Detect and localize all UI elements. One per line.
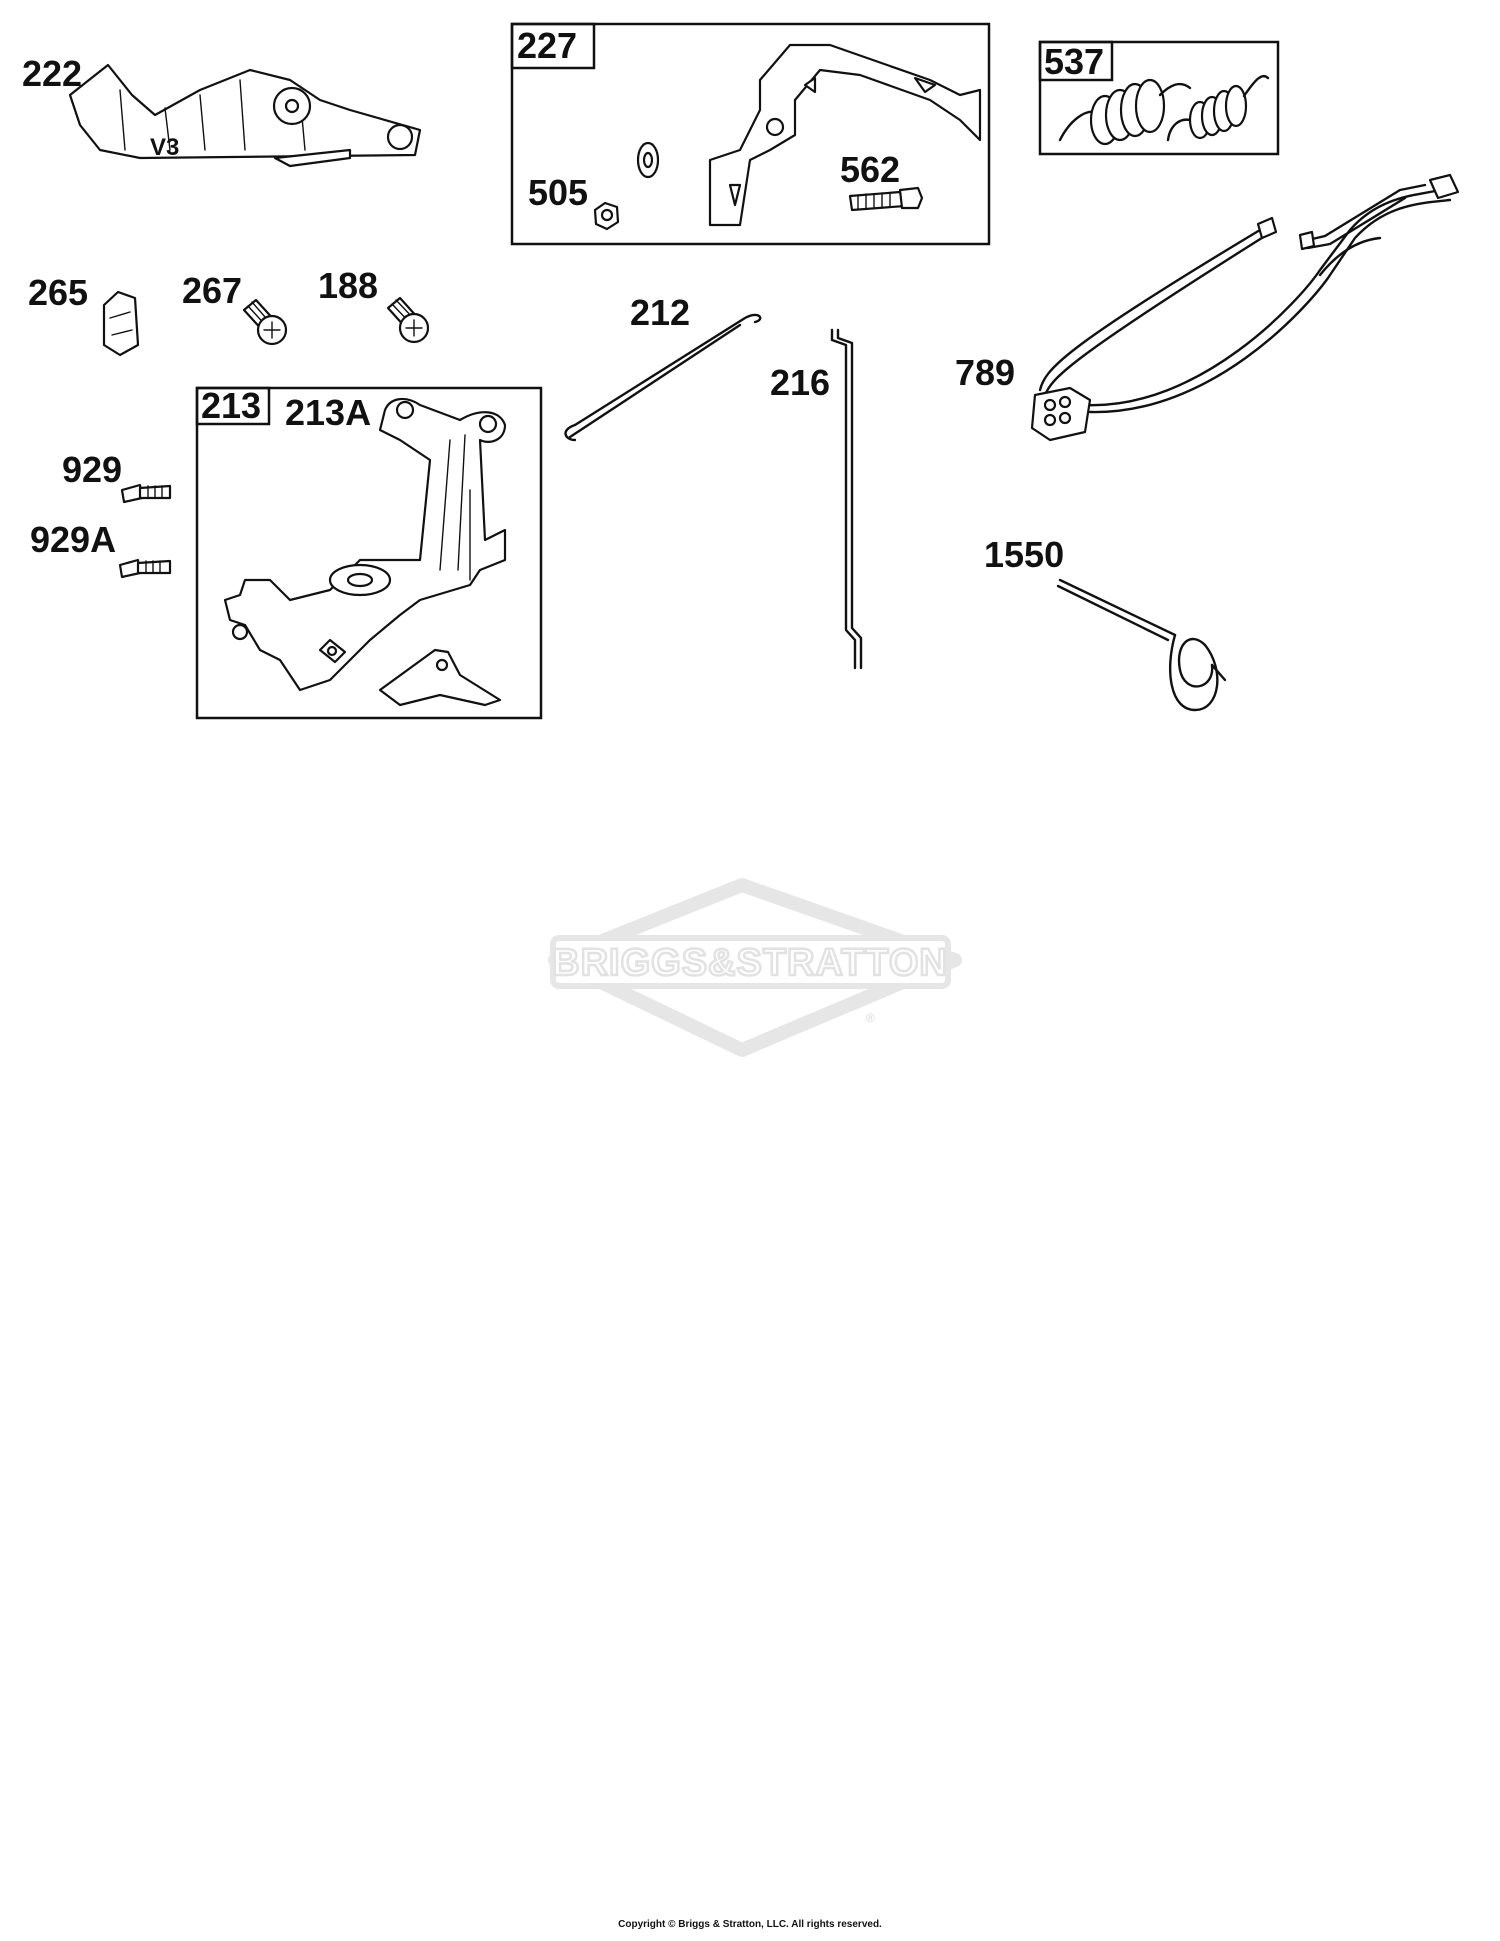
box-213	[195, 386, 543, 720]
label-267: 267	[182, 270, 242, 311]
box-227-tag	[510, 22, 596, 70]
label-213: 213	[201, 385, 261, 426]
label-562: 562	[840, 149, 900, 190]
box-537	[1038, 40, 1280, 156]
part-505-nut	[593, 201, 620, 231]
part-267-screw	[242, 298, 288, 346]
label-789: 789	[955, 352, 1015, 393]
part-212-link-rod	[564, 313, 762, 442]
label-222: 222	[22, 53, 82, 94]
part-562-screw	[848, 186, 924, 212]
part-537-spring-small	[1166, 74, 1270, 142]
label-216: 216	[770, 362, 830, 403]
part-1550-torsion-spring	[1056, 578, 1227, 712]
part-929-bolt	[120, 483, 172, 504]
part-265-clip	[102, 290, 140, 357]
label-213a: 213A	[285, 392, 371, 433]
label-1550: 1550	[984, 534, 1064, 575]
part-213-small-plate	[378, 648, 502, 707]
watermark-text: BRIGGS&STRATTON	[552, 942, 948, 984]
label-188: 188	[318, 265, 378, 306]
briggs-stratton-watermark: BRIGGS&STRATTON ®	[548, 878, 962, 1057]
part-227-lever-bracket	[708, 43, 982, 227]
label-265: 265	[28, 272, 88, 313]
part-789-wiring-harness	[1030, 173, 1460, 442]
box-227	[510, 22, 991, 246]
label-227: 227	[517, 25, 577, 66]
label-537: 537	[1044, 41, 1104, 82]
part-188-screw	[386, 296, 430, 344]
label-929: 929	[62, 449, 122, 490]
part-537-spring-large	[1058, 78, 1192, 146]
part-929a-bolt	[118, 558, 172, 579]
box-537-tag	[1038, 40, 1114, 82]
label-212: 212	[630, 292, 690, 333]
watermark-registered: ®	[866, 1011, 875, 1025]
copyright-footer: Copyright © Briggs & Stratton, LLC. All …	[618, 1919, 882, 1930]
label-505: 505	[528, 172, 588, 213]
part-222-governor-bracket: V3	[68, 63, 422, 168]
part-213-control-bracket	[223, 397, 507, 692]
label-v3: V3	[150, 134, 179, 161]
part-216-governor-rod	[830, 328, 863, 670]
part-227-washer	[636, 141, 660, 179]
label-929a: 929A	[30, 519, 116, 560]
box-213-tag	[195, 386, 271, 426]
